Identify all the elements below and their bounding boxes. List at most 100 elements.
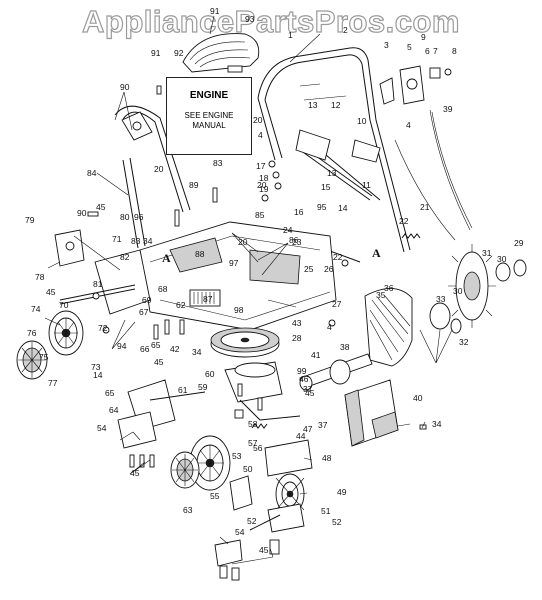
impeller-disc-part [210,327,280,358]
part-number-label: 50 [243,464,253,474]
part-number-label: 28 [292,333,302,343]
part-number-label: 40 [413,393,423,403]
part-number-label: 68 [158,284,168,294]
engine-note-title: ENGINE [189,90,229,101]
part-number-label: 10 [357,116,367,126]
part-number-label: 65 [151,340,161,350]
part-number-label: 4 [406,120,411,130]
part-number-label: 70 [59,300,69,310]
part-number-label: 20 [257,180,267,190]
part-number-label: 87 [203,294,213,304]
part-number-label: 45 [154,357,164,367]
part-number-label: 59 [198,382,208,392]
cover-plate-part [344,379,399,447]
part-number-label: 84 [87,168,97,178]
spring-part [401,233,421,239]
part-number-label: 54 [235,527,245,537]
part-number-label: 45 [130,468,140,478]
deck-frame-part [139,221,337,331]
part-number-label: 3 [384,40,389,50]
part-number-label: 12 [331,100,341,110]
part-number-label: 90 [120,82,130,92]
part-number-label: 62 [176,300,186,310]
part-number-label: 92 [174,48,184,58]
part-number-label: 86 [289,235,299,245]
part-number-label: 36 [384,283,394,293]
part-number-label: 39 [443,104,453,114]
part-number-label: 49 [337,487,347,497]
part-number-label: 31 [482,248,492,258]
front-wheel-part [48,310,84,356]
engine-note-box: ENGINE SEE ENGINE MANUAL [166,77,252,155]
part-number-label: 93 [245,14,255,24]
section-marker-label: A [162,251,171,265]
part-number-label: 41 [311,350,321,360]
part-number-label: 80 [120,212,130,222]
part-number-label: 20 [253,115,263,125]
section-marker-label: A [372,246,381,260]
part-number-label: 76 [27,328,37,338]
part-number-label: 35 [376,290,386,300]
part-number-label: 30 [497,254,507,264]
part-number-label: 72 [98,323,108,333]
part-number-label: 33 [436,294,446,304]
side-guard-part [364,288,413,367]
part-number-label: 32 [459,337,469,347]
part-number-label: 60 [205,369,215,379]
part-number-label: 99 [297,366,307,376]
engine-note-line2: MANUAL [192,121,226,130]
part-number-label: 34 [432,419,442,429]
rear-hubcap-part [170,451,200,489]
part-number-label: 61 [178,385,188,395]
part-number-label: 43 [292,318,302,328]
part-number-label: 29 [514,238,524,248]
part-number-label: 94 [117,341,127,351]
part-number-label: 96 [134,212,144,222]
part-number-label: 4 [258,130,263,140]
part-number-label: 2 [343,25,348,35]
part-number-label: 23 [292,237,302,247]
part-number-label: 67 [139,307,149,317]
part-number-label: 11 [362,180,371,190]
part-number-label: 91 [151,48,161,58]
part-number-label: 74 [31,304,41,314]
part-number-label: 37 [318,420,328,430]
lower-handle-part [114,105,191,249]
part-number-label: 8 [452,46,457,56]
part-number-label: 63 [183,505,193,515]
part-number-label: 64 [109,405,119,415]
part-number-label: 34 [192,347,202,357]
part-number-label: 30 [453,286,463,296]
part-number-label: 58 [248,419,258,429]
part-number-label: 81 [93,279,103,289]
part-number-label: 52 [332,517,342,527]
part-number-label: 51 [321,506,331,516]
part-number-label: 54 [97,423,107,433]
part-number-label: 90 [77,208,87,218]
tine-blade-assembly-part [429,244,527,334]
part-number-label: 1 [288,30,293,40]
part-number-label: 18 [259,173,269,183]
part-number-label: 66 [140,344,150,354]
part-number-label: 65 [105,388,115,398]
part-number-label: 38 [340,342,350,352]
control-cable-part [394,139,456,241]
hubcap-part [16,340,48,380]
part-number-label: 13 [308,100,318,110]
part-number-label: 42 [170,344,180,354]
part-number-label: 14 [93,370,103,380]
part-number-label: 45 [96,202,106,212]
part-number-label: 22 [399,216,409,226]
part-number-label: 85 [255,210,265,220]
part-number-label: 98 [234,305,244,315]
part-number-label: 91 [210,6,220,16]
part-number-label: 20 [238,237,248,247]
engine-note-line1: SEE ENGINE [184,111,234,120]
part-number-label: 20 [154,164,164,174]
part-number-label: 97 [229,258,239,268]
part-number-label: 13 [327,168,337,178]
part-number-label: 57 [248,438,258,448]
engine-cover-part [182,33,260,73]
